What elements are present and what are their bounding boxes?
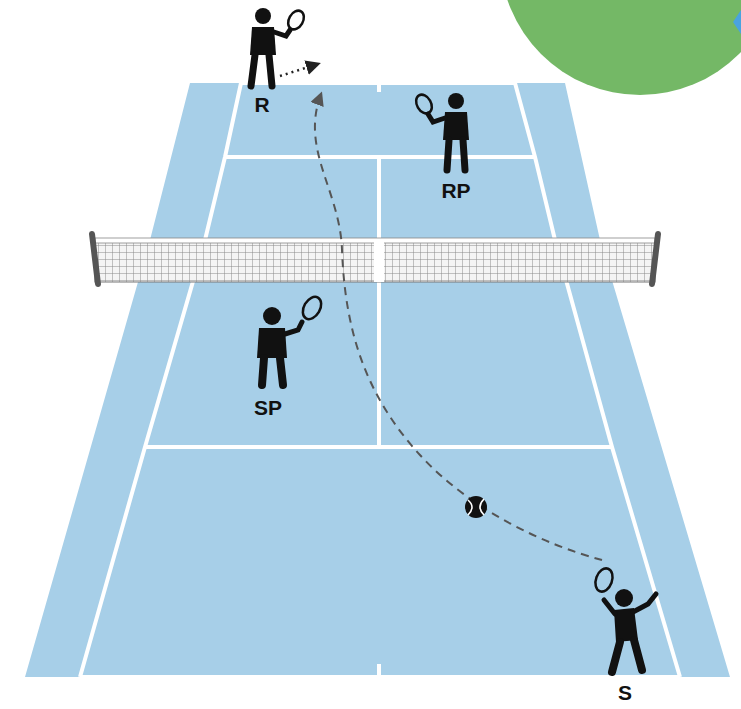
player-label: RP xyxy=(441,180,470,201)
player-label: S xyxy=(618,682,632,703)
player-server xyxy=(592,566,656,672)
player-label: SP xyxy=(254,397,282,418)
tennis-ball xyxy=(465,496,487,518)
tennis-net xyxy=(92,234,658,284)
court-surface xyxy=(25,83,730,677)
ball-trajectory xyxy=(315,94,602,560)
player-label: R xyxy=(254,94,269,115)
corner-circle xyxy=(500,0,741,95)
movement-arrow xyxy=(280,64,318,76)
player-figures xyxy=(250,8,656,672)
court-lines xyxy=(80,83,680,677)
player-receiver-partner xyxy=(413,92,469,170)
corner-marker xyxy=(733,10,741,34)
player-receiver xyxy=(250,8,307,86)
player-server-partner xyxy=(257,294,325,385)
